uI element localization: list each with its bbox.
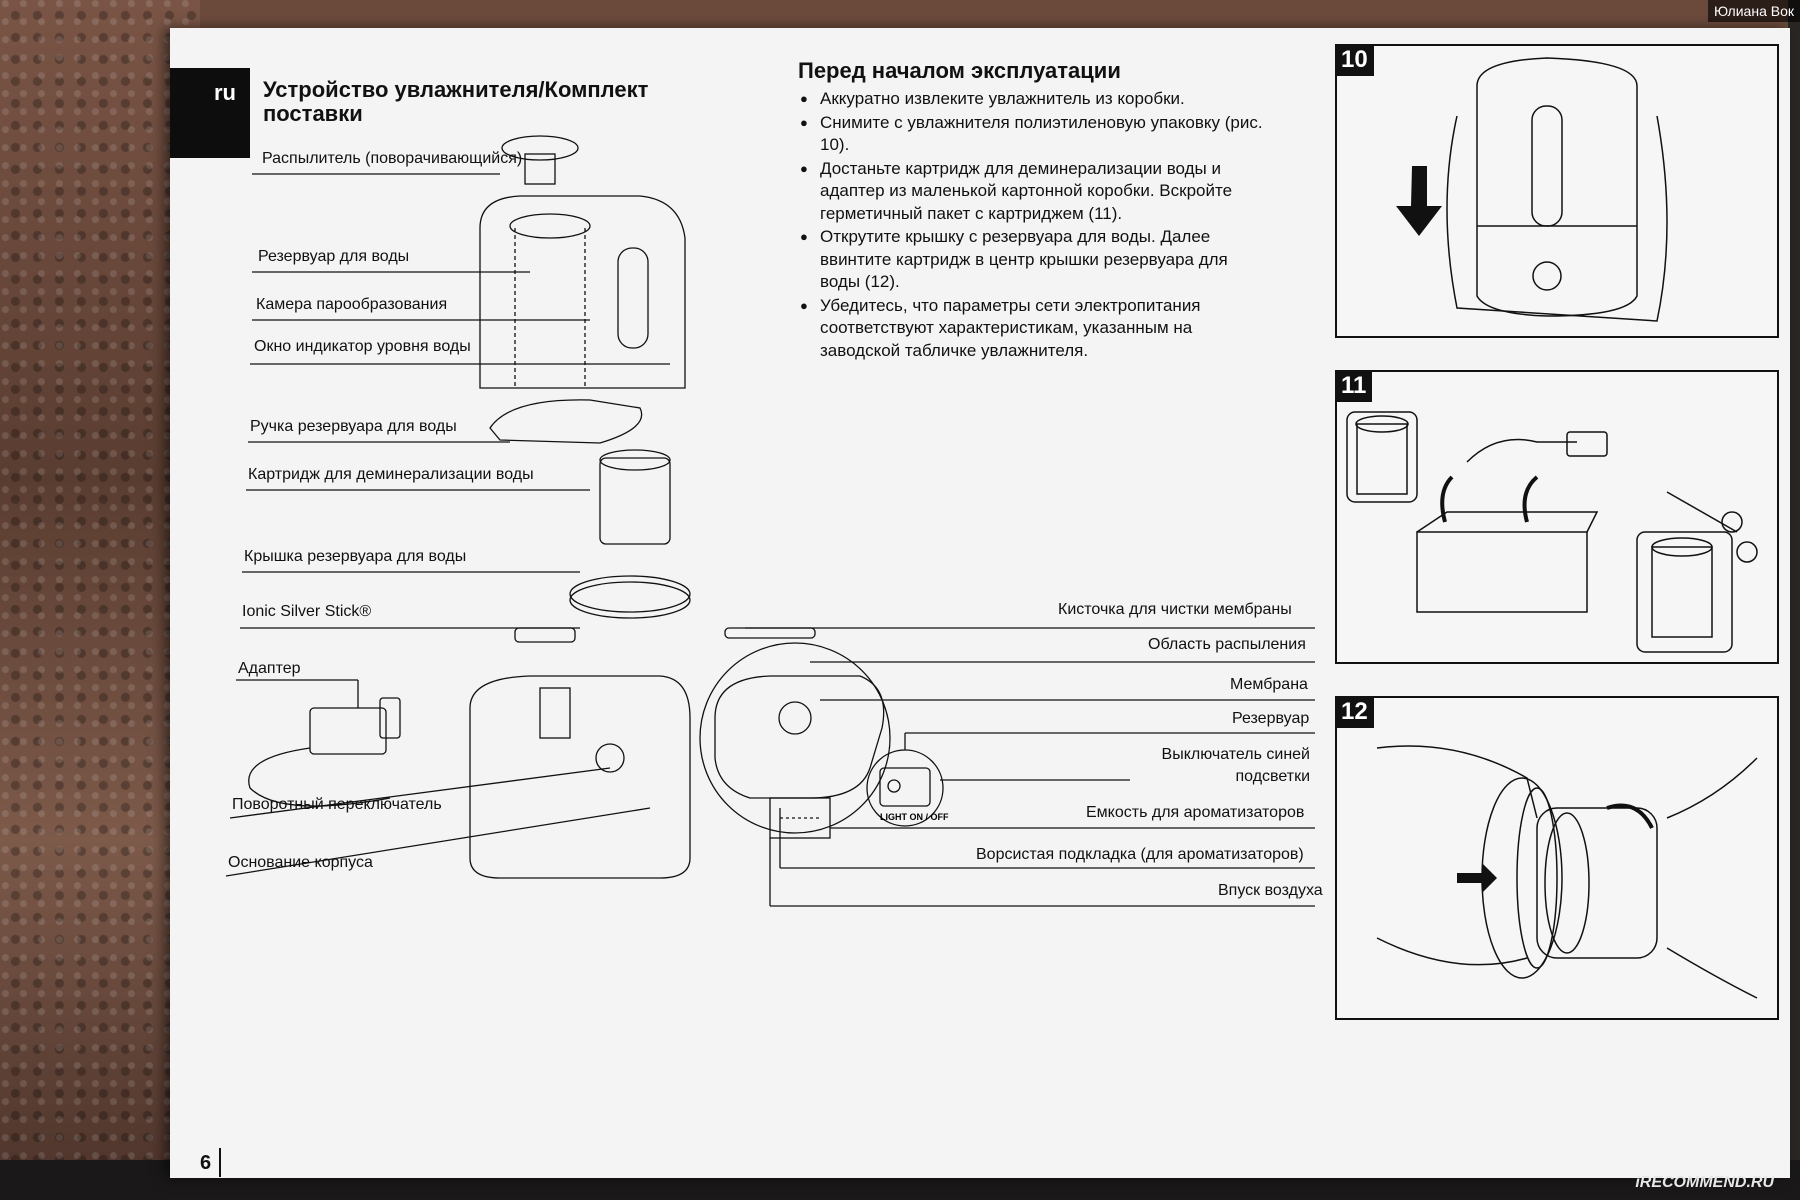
manual-page: ru Устройство увлажнителя/Комплект поста… [170, 28, 1790, 1178]
figure-12: 12 [1335, 696, 1779, 1020]
instruction-list: Аккуратно извлеките увлажнитель из короб… [798, 88, 1268, 363]
figure-number: 10 [1335, 44, 1374, 76]
language-tab: ru [170, 68, 250, 158]
setup-section-heading: Перед началом эксплуатации [798, 58, 1121, 83]
carpet-background [0, 0, 200, 1200]
instruction-item: Снимите с увлажнителя полиэтиленовую упа… [798, 112, 1268, 157]
install-cartridge-illustration [1376, 745, 1758, 999]
label-window: Окно индикатор уровня воды [254, 338, 471, 355]
label-chamber: Камера парообразования [256, 296, 448, 313]
label-tank: Резервуар для воды [258, 248, 410, 265]
instruction-item: Аккуратно извлеките увлажнитель из короб… [798, 88, 1268, 111]
figure-number: 11 [1335, 370, 1373, 402]
background-edge [1788, 0, 1800, 1200]
light-switch-label: LIGHT ON / OFF [880, 812, 949, 822]
label-lid: Крышка резервуара для воды [244, 548, 467, 565]
label-sprayer: Распылитель (поворачивающийся) [262, 150, 523, 167]
label-spray-area: Область распыления [1148, 636, 1306, 653]
label-reservoir: Резервуар [1232, 710, 1310, 727]
watermark: iRECOMMEND.RU [1635, 1174, 1774, 1191]
unpack-illustration [1396, 57, 1668, 322]
figure-10: 10 [1335, 44, 1779, 338]
author-tag: Юлиана Вок [1708, 0, 1800, 22]
label-switch: Выключатель синей подсветки [1161, 746, 1310, 785]
humidifier-diagram: LIGHT ON / OFF [225, 135, 1315, 907]
label-aroma: Емкость для ароматизаторов [1086, 804, 1305, 821]
label-pad: Ворсистая подкладка (для ароматизаторов) [976, 846, 1304, 863]
instruction-item: Открутите крышку с резервуара для воды. … [798, 226, 1268, 294]
label-handle: Ручка резервуара для воды [250, 418, 457, 435]
figure-number: 12 [1335, 696, 1374, 728]
label-adapter: Адаптер [238, 660, 301, 677]
cartridge-unpack-illustration [1346, 411, 1758, 653]
label-brush: Кисточка для чистки мембраны [1058, 601, 1292, 618]
label-membrane: Мембрана [1230, 676, 1308, 693]
device-section-heading: Устройство увлажнителя/Комплект поставки [263, 77, 649, 126]
label-ionic: Ionic Silver Stick® [242, 603, 372, 620]
label-air-inlet: Впуск воздуха [1218, 882, 1323, 899]
figure-11: 11 [1335, 370, 1779, 664]
page-number: 6 [200, 1148, 222, 1177]
label-cartridge: Картридж для деминерализации воды [248, 466, 534, 483]
instruction-item: Достаньте картридж для деминерализации в… [798, 158, 1268, 226]
instruction-item: Убедитесь, что параметры сети электропит… [798, 295, 1268, 363]
